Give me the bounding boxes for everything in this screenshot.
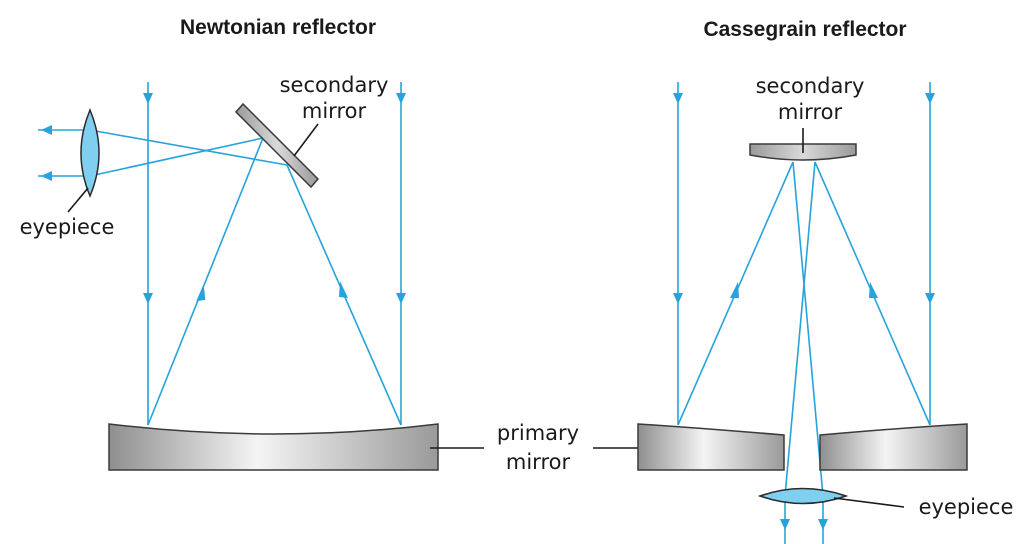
arrow-up	[196, 283, 206, 302]
cassegrain-eyepiece-label: eyepiece	[919, 495, 1014, 519]
arrow-down	[673, 293, 683, 304]
newtonian-secondary-leader	[293, 123, 319, 157]
newtonian-eyepiece-leader	[67, 187, 89, 213]
arrow-up	[339, 281, 348, 298]
arrow-up	[730, 282, 739, 298]
arrow-down	[143, 293, 153, 304]
newtonian-title: Newtonian reflector	[180, 16, 376, 39]
primary-mirror-label-group: primary mirror	[430, 421, 648, 474]
newtonian-secondary-mirror	[234, 102, 320, 189]
arrow-down	[396, 93, 406, 104]
arrow-down	[925, 93, 935, 104]
primary-label-line2: mirror	[506, 450, 571, 474]
cassegrain-primary-mirror-right	[819, 423, 968, 471]
arrow-left	[41, 125, 52, 135]
secondary-ray-lower	[89, 137, 264, 177]
cassegrain-secondary-label-line2: mirror	[778, 100, 843, 124]
converging-ray-a	[792, 161, 824, 497]
primary-label-line1: primary	[497, 421, 579, 445]
arrow-down	[396, 293, 406, 304]
cassegrain-primary-mirror-left	[637, 423, 785, 471]
newtonian-diagram: Newtonian reflector secondary mirror e	[20, 16, 439, 471]
cassegrain-title: Cassegrain reflector	[703, 18, 906, 41]
cassegrain-eyepiece-lens	[757, 487, 849, 505]
arrow-down	[143, 93, 153, 104]
cassegrain-secondary-label-line1: secondary	[756, 74, 865, 98]
arrow-down	[780, 519, 790, 530]
newtonian-secondary-label-line2: mirror	[302, 99, 367, 123]
arrow-down	[818, 519, 828, 530]
arrow-up	[869, 282, 878, 298]
secondary-ray-upper	[89, 129, 288, 166]
newtonian-secondary-label-line1: secondary	[280, 73, 389, 97]
converging-ray-b	[784, 161, 816, 497]
newtonian-eyepiece-lens	[80, 108, 100, 198]
cassegrain-eyepiece-leader	[833, 497, 905, 508]
reflected-ray-left	[147, 137, 264, 426]
cassegrain-diagram: Cassegrain reflector secondary mirror	[637, 18, 1014, 544]
arrow-left	[41, 171, 52, 181]
arrow-down	[673, 93, 683, 104]
newtonian-primary-mirror	[108, 423, 439, 471]
newtonian-eyepiece-label: eyepiece	[20, 215, 115, 239]
arrow-down	[925, 293, 935, 304]
